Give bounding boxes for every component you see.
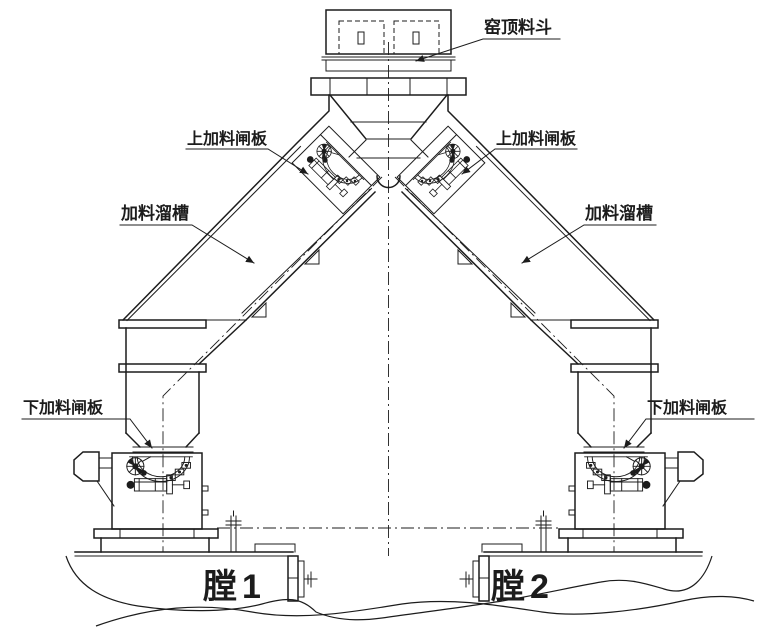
labels: 窑顶料斗 上加料闸板 上加料闸板 加料溜槽 加料溜槽 下加料闸板 下加料闸板 膛…: [23, 17, 728, 606]
leader-chute-left: [119, 224, 255, 264]
hopper-opening-left: [338, 20, 385, 55]
top-hopper: [310, 9, 467, 96]
hopper-clip-left: [357, 31, 365, 45]
lower-break-line: [95, 595, 755, 627]
label-lower-gate-right: 下加料闸板: [647, 398, 728, 417]
label-chamber-1: 膛1: [203, 568, 266, 606]
label-chute-left: 加料溜槽: [120, 203, 189, 223]
hopper-clip-right: [412, 31, 420, 45]
leader-top-hopper: [415, 38, 561, 62]
label-lower-gate-left: 下加料闸板: [23, 398, 104, 417]
right-feed-branch: [389, 95, 704, 601]
hopper-opening-right: [393, 20, 440, 55]
label-top-hopper: 窑顶料斗: [484, 17, 552, 37]
label-upper-gate-left: 上加料闸板: [187, 129, 268, 148]
leader-lower-gate-left: [21, 418, 153, 449]
leader-lower-gate-right: [623, 418, 755, 449]
hopper-band: [321, 56, 456, 72]
leader-chute-right: [521, 224, 657, 264]
hopper-flange-dividers: [329, 77, 448, 96]
centerlines: [217, 42, 560, 556]
leader-lines: [21, 38, 755, 449]
label-chute-right: 加料溜槽: [584, 203, 653, 223]
label-chamber-2: 膛2: [491, 568, 554, 606]
leader-upper-gate-right: [461, 148, 578, 175]
label-upper-gate-right: 上加料闸板: [496, 129, 577, 148]
left-feed-branch: [74, 95, 389, 601]
hopper-flange: [310, 77, 467, 96]
leader-upper-gate-left: [185, 148, 309, 175]
kiln-break-lines: [65, 555, 755, 627]
hopper-body: [325, 9, 452, 55]
